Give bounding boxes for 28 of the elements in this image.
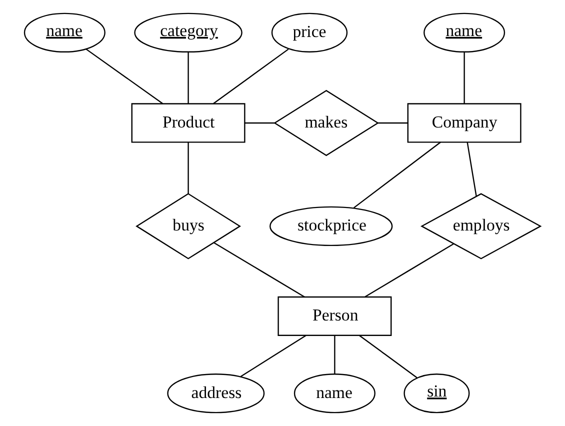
connector <box>378 122 408 124</box>
connector <box>244 122 274 124</box>
connector <box>353 142 441 208</box>
connector <box>240 335 306 377</box>
node-diamond: buys <box>136 193 242 260</box>
node-ellipse: name <box>24 12 106 52</box>
connector <box>213 242 305 298</box>
node-ellipse: address <box>167 374 265 414</box>
node-box: Product <box>131 103 246 143</box>
node-box: Company <box>407 103 522 143</box>
connector <box>464 52 465 104</box>
node-box: Person <box>278 296 392 336</box>
node-ellipse: sin <box>404 374 470 414</box>
connector <box>364 243 454 298</box>
node-diamond: makes <box>274 90 380 156</box>
node-ellipse: category <box>134 12 242 52</box>
connector <box>466 142 477 196</box>
connector <box>334 336 336 374</box>
connector <box>188 142 189 194</box>
connector <box>359 335 418 378</box>
connector <box>188 52 189 104</box>
node-ellipse: name <box>294 374 376 414</box>
connector <box>213 48 289 104</box>
node-ellipse: name <box>424 12 506 52</box>
connector <box>86 48 164 104</box>
node-ellipse: stockprice <box>270 206 393 246</box>
node-ellipse: price <box>271 12 348 52</box>
node-diamond: employs <box>420 193 542 260</box>
